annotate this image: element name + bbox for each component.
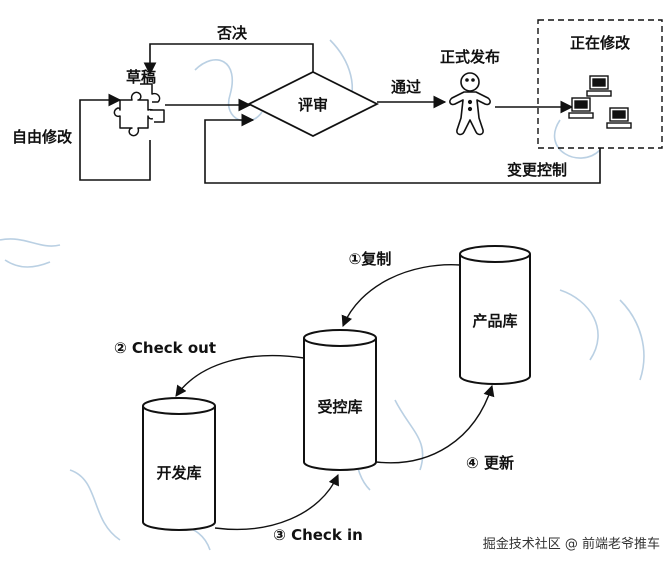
- product-repo-label: 产品库: [472, 312, 517, 330]
- checkout-arrow: [175, 354, 305, 397]
- change-control-label: 变更控制: [507, 161, 567, 179]
- puzzle-icon: [113, 83, 165, 137]
- free-edit-loop: [79, 93, 151, 181]
- dev-repo-cylinder: [142, 397, 216, 531]
- review-label: 评审: [298, 96, 328, 114]
- release-label: 正式发布: [440, 48, 500, 66]
- checkin-arrow: [214, 473, 339, 531]
- dev-repo-label: 开发库: [156, 464, 201, 482]
- copy-label: ①复制: [349, 250, 392, 268]
- computers-icon: [568, 75, 632, 129]
- product-repo-cylinder: [459, 245, 531, 385]
- draft-label: 草稿: [126, 68, 156, 86]
- update-arrow: [375, 384, 495, 464]
- controlled-repo-cylinder: [303, 329, 377, 471]
- reject-arrow: [143, 43, 314, 76]
- copy-arrow: [341, 264, 461, 328]
- checkout-label: ② Check out: [114, 339, 216, 357]
- change-control-arrow: [204, 113, 601, 184]
- editing-box: [537, 19, 663, 149]
- pass-label: 通过: [391, 78, 421, 96]
- checkin-label: ③ Check in: [273, 526, 363, 544]
- gingerbread-icon: [449, 72, 491, 136]
- reject-label: 否决: [216, 24, 248, 42]
- controlled-repo-label: 受控库: [317, 398, 362, 416]
- update-label: ④ 更新: [466, 454, 514, 472]
- free-edit-label: 自由修改: [12, 128, 73, 146]
- editing-label: 正在修改: [570, 34, 631, 52]
- review-diamond: [246, 70, 380, 138]
- watermark-text: 掘金技术社区 @ 前端老爷推车: [483, 536, 660, 552]
